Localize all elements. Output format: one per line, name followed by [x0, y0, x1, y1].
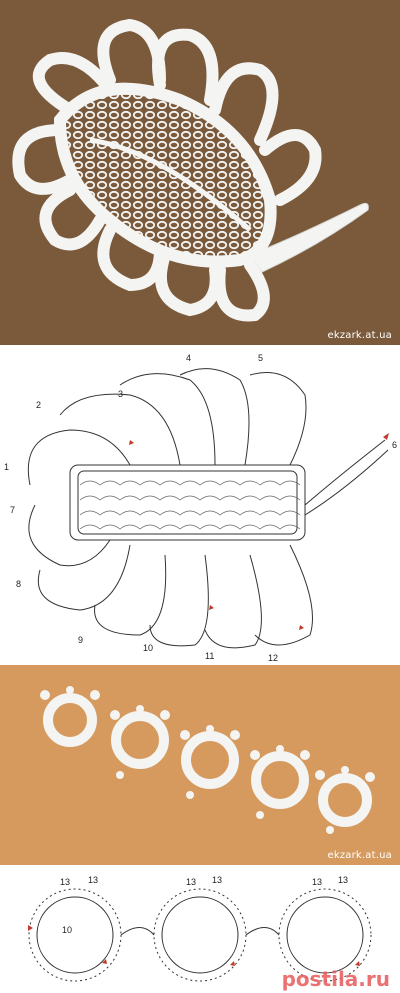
- watermark-top: ekzark.at.ua: [327, 330, 392, 341]
- watermark-rings: ekzark.at.ua: [327, 850, 392, 861]
- leaf-lace-photo: ekzark.at.ua: [0, 0, 400, 345]
- stitch-count-3: 13: [186, 877, 196, 887]
- diagram-number-11: 11: [205, 651, 214, 661]
- leaf-crochet-diagram: 1 2 3 4 5 6 7 8 9 10 11 12: [0, 345, 400, 665]
- stitch-count-4: 13: [212, 875, 222, 885]
- diagram-number-12: 12: [268, 653, 278, 663]
- leaf-diagram-drawing: 1 2 3 4 5 6 7 8 9 10 11 12: [4, 353, 397, 663]
- ring-lace-illustration: [40, 686, 375, 834]
- diagram-number-10: 10: [143, 643, 153, 653]
- ring-diagram-drawing: 10 13 13 13 13 13 13: [28, 875, 372, 982]
- diagram-number-9: 9: [78, 635, 83, 645]
- diagram-number-6: 6: [392, 440, 397, 450]
- ring-center-label: 10: [62, 925, 72, 935]
- ring-lace-photo: ekzark.at.ua: [0, 665, 400, 865]
- diagram-number-3: 3: [118, 389, 123, 399]
- postila-logo: postila.ru: [281, 967, 390, 991]
- stitch-count-1: 13: [60, 877, 70, 887]
- stitch-count-2: 13: [88, 875, 98, 885]
- ring-crochet-diagram: 10 13 13 13 13 13 13 postila.ru: [0, 865, 400, 993]
- diagram-number-1: 1: [4, 462, 9, 472]
- diagram-number-4: 4: [186, 353, 191, 363]
- diagram-number-8: 8: [16, 579, 21, 589]
- diagram-number-5: 5: [258, 353, 263, 363]
- diagram-number-7: 7: [10, 505, 15, 515]
- stitch-count-6: 13: [338, 875, 348, 885]
- diagram-number-2: 2: [36, 400, 41, 410]
- leaf-lace-illustration: [12, 18, 369, 322]
- stitch-count-5: 13: [312, 877, 322, 887]
